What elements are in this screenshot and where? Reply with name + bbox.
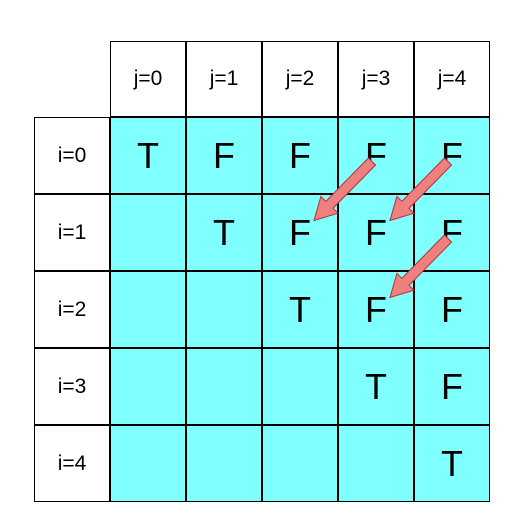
- table-cell-i4-j2: [262, 425, 338, 502]
- row-header-i1: i=1: [34, 194, 110, 271]
- table-cell-i4-j1: [186, 425, 262, 502]
- table-cell-i0-j1: F: [186, 117, 262, 194]
- row-header-i0: i=0: [34, 117, 110, 194]
- table-cell-i2-j3: F: [338, 271, 414, 348]
- table-cell-i0-j0: T: [110, 117, 186, 194]
- table-cell-i1-j3: F: [338, 194, 414, 271]
- table-cell-i0-j2: F: [262, 117, 338, 194]
- table-cell-i3-j1: [186, 348, 262, 425]
- column-header-j4: j=4: [414, 41, 490, 117]
- table-cell-i4-j3: [338, 425, 414, 502]
- table-cell-i2-j4: F: [414, 271, 490, 348]
- row-header-i2: i=2: [34, 271, 110, 348]
- table-cell-i3-j2: [262, 348, 338, 425]
- column-header-j1: j=1: [186, 41, 262, 117]
- table-cell-i4-j0: [110, 425, 186, 502]
- table-cell-i3-j0: [110, 348, 186, 425]
- table-cell-i3-j3: T: [338, 348, 414, 425]
- table-cell-i0-j3: F: [338, 117, 414, 194]
- table-cell-i1-j2: F: [262, 194, 338, 271]
- column-header-j0: j=0: [110, 41, 186, 117]
- table-cell-i1-j1: T: [186, 194, 262, 271]
- row-header-i3: i=3: [34, 348, 110, 425]
- column-header-j3: j=3: [338, 41, 414, 117]
- table-cell-i2-j2: T: [262, 271, 338, 348]
- table-cell-i2-j1: [186, 271, 262, 348]
- table-cell-i3-j4: F: [414, 348, 490, 425]
- table-cell-i1-j4: F: [414, 194, 490, 271]
- column-header-j2: j=2: [262, 41, 338, 117]
- table-cell-i1-j0: [110, 194, 186, 271]
- row-header-i4: i=4: [34, 425, 110, 502]
- table-cell-i0-j4: F: [414, 117, 490, 194]
- table-cell-i4-j4: T: [414, 425, 490, 502]
- table-cell-i2-j0: [110, 271, 186, 348]
